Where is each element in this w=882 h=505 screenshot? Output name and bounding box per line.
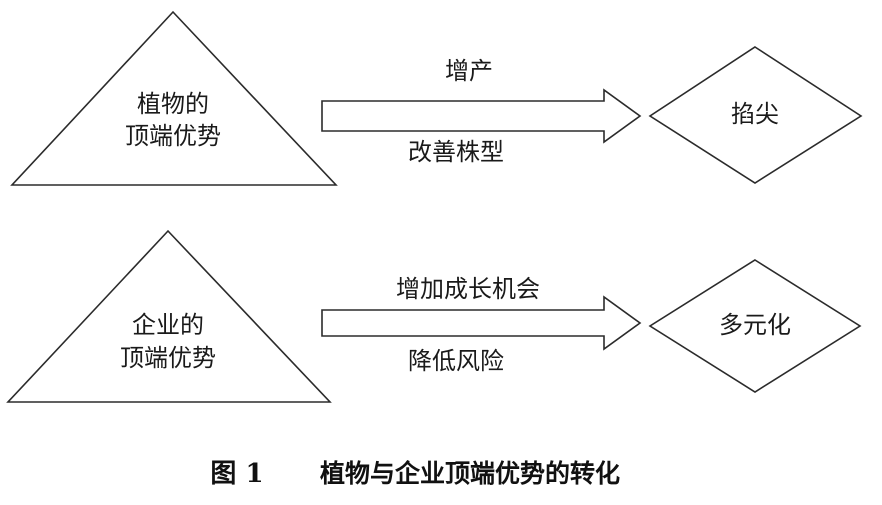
figure-label: 图 1	[210, 459, 263, 489]
enterprise-arrow-above: 增加成长机会	[396, 275, 540, 303]
plant-arrow-below: 改善株型	[408, 138, 504, 166]
enterprise-arrow-below: 降低风险	[408, 347, 504, 375]
enterprise-triangle-line1: 企业的	[132, 311, 204, 339]
plant-diamond	[648, 46, 863, 184]
enterprise-diamond	[648, 259, 862, 393]
figure-title: 植物与企业顶端优势的转化	[320, 459, 620, 488]
plant-triangle-line1: 植物的	[137, 90, 209, 118]
figure-caption: 图 1 植物与企业顶端优势的转化	[210, 459, 620, 489]
plant-triangle	[10, 10, 338, 186]
row-enterprise: 企业的 顶端优势 增加成长机会 降低风险 多元化	[6, 229, 862, 403]
plant-arrow	[321, 88, 642, 144]
plant-diamond-label: 掐尖	[731, 100, 779, 128]
enterprise-arrow	[321, 295, 642, 351]
enterprise-triangle-line2: 顶端优势	[120, 344, 216, 372]
plant-triangle-line2: 顶端优势	[125, 122, 221, 150]
enterprise-diamond-label: 多元化	[719, 311, 791, 339]
enterprise-triangle	[6, 229, 332, 403]
plant-arrow-above: 增产	[445, 57, 493, 85]
row-plant: 植物的 顶端优势 增产 改善株型 掐尖	[10, 10, 863, 186]
